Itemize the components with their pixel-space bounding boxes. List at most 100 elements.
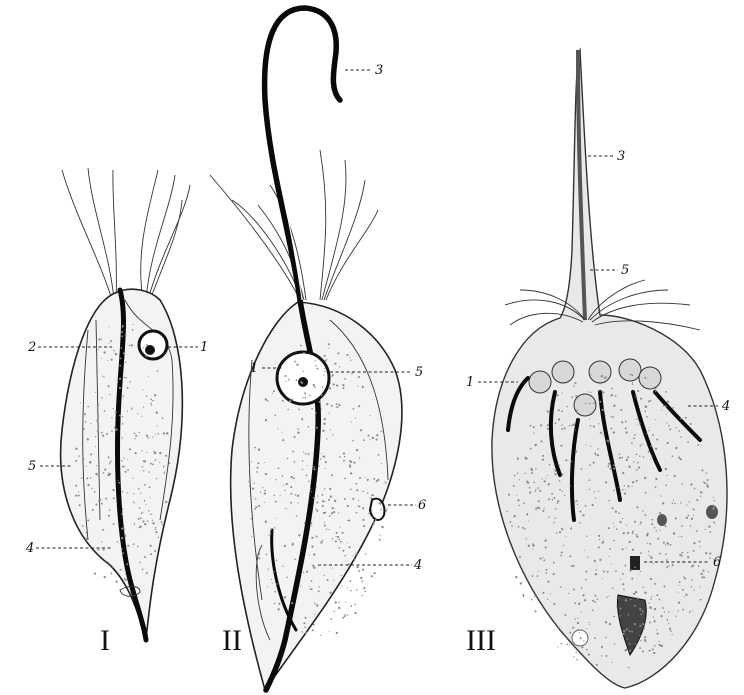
stipple-dot — [108, 515, 110, 517]
stipple-dot — [647, 533, 649, 535]
stipple-dot — [573, 656, 574, 657]
stipple-dot — [264, 502, 265, 503]
figure-I-label-4: 4 — [25, 541, 34, 556]
stipple-dot — [553, 562, 555, 564]
stipple-dot — [618, 598, 619, 599]
stipple-dot — [561, 473, 563, 475]
stipple-dot — [552, 499, 554, 501]
stipple-dot — [573, 423, 575, 425]
stipple-dot — [318, 465, 320, 467]
stipple-dot — [692, 610, 693, 611]
stipple-dot — [522, 527, 524, 529]
stipple-dot — [289, 400, 291, 402]
stipple-dot — [659, 512, 661, 514]
stipple-dot — [373, 478, 375, 480]
stipple-dot — [331, 474, 333, 476]
stipple-dot — [114, 427, 116, 429]
stipple-dot — [639, 625, 641, 627]
stipple-dot — [328, 412, 329, 413]
stipple-dot — [379, 539, 381, 541]
stipple-dot — [599, 383, 600, 384]
stipple-dot — [151, 405, 152, 406]
stipple-dot — [258, 551, 259, 552]
stipple-dot — [713, 497, 714, 498]
stipple-dot — [613, 405, 615, 407]
stipple-dot — [162, 417, 164, 419]
stipple-dot — [256, 554, 258, 556]
stipple-dot — [284, 545, 286, 547]
stipple-dot — [530, 468, 532, 470]
stipple-dot — [561, 528, 562, 529]
stipple-dot — [547, 428, 549, 430]
stipple-dot — [363, 439, 365, 441]
stipple-dot — [684, 596, 685, 597]
stipple-dot — [656, 629, 657, 630]
stipple-dot — [111, 430, 113, 432]
stipple-dot — [336, 384, 338, 386]
stipple-dot — [145, 355, 147, 357]
stipple-dot — [344, 478, 346, 480]
stipple-dot — [313, 498, 314, 499]
stipple-dot — [143, 406, 144, 407]
stipple-dot — [667, 401, 669, 403]
stipple-dot — [556, 532, 558, 534]
stipple-dot — [636, 506, 638, 508]
stipple-dot — [569, 644, 570, 645]
stipple-dot — [97, 405, 99, 407]
stipple-dot — [148, 510, 150, 512]
stipple-dot — [104, 376, 105, 377]
stipple-dot — [147, 437, 149, 439]
stipple-dot — [121, 460, 123, 462]
stipple-dot — [577, 629, 578, 630]
stipple-dot — [150, 403, 152, 405]
stipple-dot — [142, 466, 143, 467]
stipple-dot — [665, 405, 667, 407]
stipple-dot — [329, 488, 331, 490]
stipple-dot — [589, 464, 591, 466]
stipple-dot — [302, 460, 303, 461]
stipple-dot — [634, 605, 636, 607]
stipple-dot — [689, 501, 690, 502]
stipple-dot — [83, 428, 85, 430]
stipple-dot — [90, 477, 92, 479]
stipple-dot — [560, 555, 562, 557]
stipple-dot — [532, 543, 534, 545]
stipple-dot — [538, 487, 540, 489]
stipple-dot — [286, 483, 288, 485]
stipple-dot — [629, 541, 631, 543]
stipple-dot — [597, 454, 599, 456]
stipple-dot — [637, 418, 638, 419]
stipple-dot — [622, 518, 623, 519]
stipple-dot — [679, 554, 681, 556]
stipple-dot — [148, 471, 150, 473]
stipple-dot — [586, 535, 587, 536]
stipple-dot — [165, 455, 167, 457]
stipple-dot — [577, 618, 578, 619]
stipple-dot — [332, 507, 334, 509]
stipple-dot — [670, 630, 672, 632]
stipple-dot — [365, 553, 366, 554]
stipple-dot — [78, 455, 80, 457]
stipple-dot — [164, 471, 165, 472]
stipple-dot — [139, 507, 141, 509]
stipple-dot — [586, 444, 587, 445]
stipple-dot — [331, 512, 333, 514]
stipple-dot — [678, 585, 679, 586]
stipple-dot — [362, 386, 364, 388]
stipple-dot — [685, 594, 687, 596]
stipple-dot — [708, 571, 709, 572]
stipple-dot — [328, 499, 330, 501]
stipple-dot — [303, 451, 304, 452]
stipple-dot — [333, 580, 334, 581]
figure-III-label-1: 1 — [466, 375, 474, 390]
stipple-dot — [640, 552, 642, 554]
stipple-dot — [150, 514, 151, 515]
stipple-dot — [672, 502, 673, 503]
stipple-dot — [344, 456, 345, 457]
stipple-dot — [297, 495, 299, 497]
stipple-dot — [687, 441, 689, 443]
stipple-dot — [594, 637, 596, 639]
stipple-dot — [338, 607, 340, 609]
stipple-dot — [127, 469, 129, 471]
stipple-dot — [308, 481, 310, 483]
